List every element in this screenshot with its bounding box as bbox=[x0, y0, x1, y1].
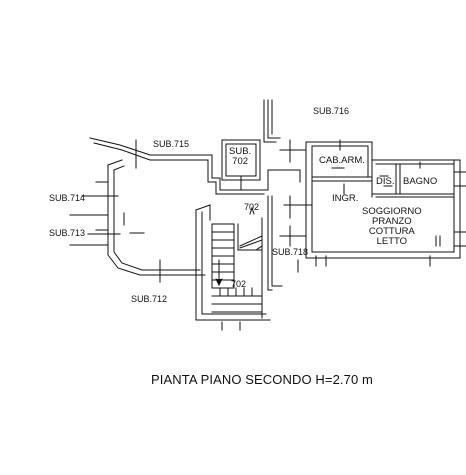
room-soggiorno: SOGGIORNO PRANZO COTTURA LETTO bbox=[362, 207, 422, 247]
soggiorno-line4: LETTO bbox=[376, 235, 408, 247]
label-sub714: SUB.714 bbox=[49, 193, 86, 203]
label-sub718: SUB.718 bbox=[272, 247, 309, 257]
soggiorno-line1: SOGGIORNO bbox=[362, 206, 422, 217]
sub702-closet bbox=[221, 139, 261, 191]
corridor-walls bbox=[209, 99, 313, 321]
room-disimpegno: DIS. bbox=[376, 176, 395, 187]
label-sub716: SUB.716 bbox=[313, 106, 350, 116]
label-sub715: SUB.715 bbox=[153, 139, 190, 149]
stair-lower-label: 702 bbox=[231, 279, 247, 289]
common-area-walls bbox=[69, 137, 281, 283]
soggiorno-line2: PRANZO bbox=[372, 215, 412, 227]
room-ingresso: INGR. bbox=[332, 193, 359, 204]
room-cabina-armadio: CAB.ARM. bbox=[319, 155, 365, 166]
stair-upper-label: 702 bbox=[244, 202, 260, 212]
label-sub713: SUB.713 bbox=[49, 228, 86, 238]
room-bagno: BAGNO bbox=[403, 176, 438, 187]
sub702-line1: SUB. bbox=[229, 146, 252, 157]
soggiorno-line3: COTTURA bbox=[368, 225, 415, 237]
label-sub712: SUB.712 bbox=[131, 294, 168, 304]
staircase bbox=[195, 204, 271, 331]
sub702-line2: 702 bbox=[232, 155, 249, 167]
drawing-title: PIANTA PIANO SECONDO H=2.70 m bbox=[151, 372, 373, 387]
label-sub702-closet: SUB. 702 bbox=[229, 147, 251, 167]
apartment-walls bbox=[305, 139, 466, 267]
